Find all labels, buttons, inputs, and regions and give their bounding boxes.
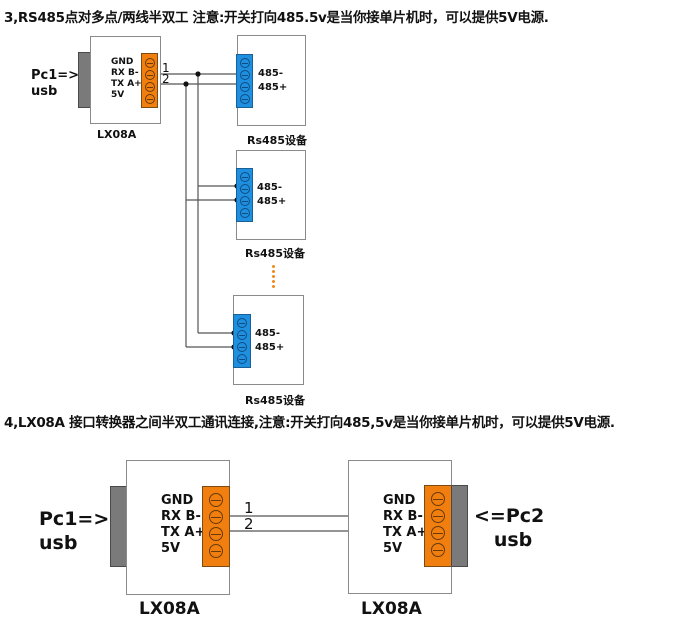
screw-icon — [239, 70, 250, 80]
junction-dot — [195, 71, 201, 77]
device-2-terminal-block — [236, 168, 253, 222]
screw-icon — [237, 354, 247, 364]
section4-title: 4,LX08A 接口转换器之间半双工通讯连接,注意:开关打向485,5v是当你接… — [4, 415, 615, 431]
section3-title: 3,RS485点对多点/两线半双工 注意:开关打向485.5v是当你接单片机时，… — [4, 10, 549, 26]
pc1-usb-label: Pc1=> usb — [31, 68, 80, 99]
right-device-label: LX08A — [361, 599, 422, 619]
left-device-label: LX08A — [139, 599, 200, 619]
s4-wire-number-2: 2 — [244, 515, 254, 533]
host-terminal-block — [141, 53, 158, 108]
wire-number-1: 1 — [162, 61, 170, 75]
screw-icon — [239, 58, 250, 68]
right-pin-labels: GND RX B- TX A+ 5V — [383, 493, 428, 556]
device-3-label: Rs485设备 — [245, 394, 305, 407]
screw-icon — [209, 493, 223, 507]
screw-icon — [431, 526, 445, 540]
screw-icon — [239, 208, 250, 218]
screw-icon — [237, 330, 247, 340]
device-1-label: Rs485设备 — [247, 134, 307, 147]
host-pin-labels: GND RX B- TX A+ 5V — [111, 57, 142, 100]
screw-icon — [239, 94, 250, 104]
screw-icon — [237, 318, 247, 328]
s4-wire-number-1: 1 — [244, 499, 254, 517]
screw-icon — [431, 543, 445, 557]
screw-icon — [144, 58, 155, 68]
screw-icon — [144, 70, 155, 80]
device-2-pin-labels: 485- 485+ — [257, 182, 287, 207]
screw-icon — [239, 82, 250, 92]
screw-icon — [431, 509, 445, 523]
screw-icon — [144, 94, 155, 104]
usb-connector-right — [451, 485, 468, 567]
usb-connector-left — [110, 486, 127, 567]
screw-icon — [209, 527, 223, 541]
pc1-usb-label-s4: Pc1=> usb — [39, 508, 110, 554]
device-1-pin-labels: 485- 485+ — [258, 68, 288, 93]
device-3-pin-labels: 485- 485+ — [255, 328, 285, 353]
screw-icon — [239, 196, 250, 206]
screw-icon — [209, 510, 223, 524]
screw-icon — [239, 172, 250, 182]
screw-icon — [239, 184, 250, 194]
screw-icon — [431, 492, 445, 506]
left-pin-labels: GND RX B- TX A+ 5V — [161, 493, 206, 556]
right-terminal-block — [424, 485, 452, 567]
wire-number-2: 2 — [162, 72, 170, 86]
device-3-terminal-block — [233, 314, 251, 368]
screw-icon — [237, 342, 247, 352]
device-1-terminal-block — [236, 54, 253, 108]
screw-icon — [144, 82, 155, 92]
screw-icon — [209, 544, 223, 558]
pc2-usb-label: <=Pc2 usb — [474, 505, 545, 551]
host-device-label: LX08A — [97, 128, 137, 141]
left-terminal-block — [202, 486, 230, 567]
junction-dot — [183, 81, 189, 87]
device-2-label: Rs485设备 — [245, 247, 305, 260]
